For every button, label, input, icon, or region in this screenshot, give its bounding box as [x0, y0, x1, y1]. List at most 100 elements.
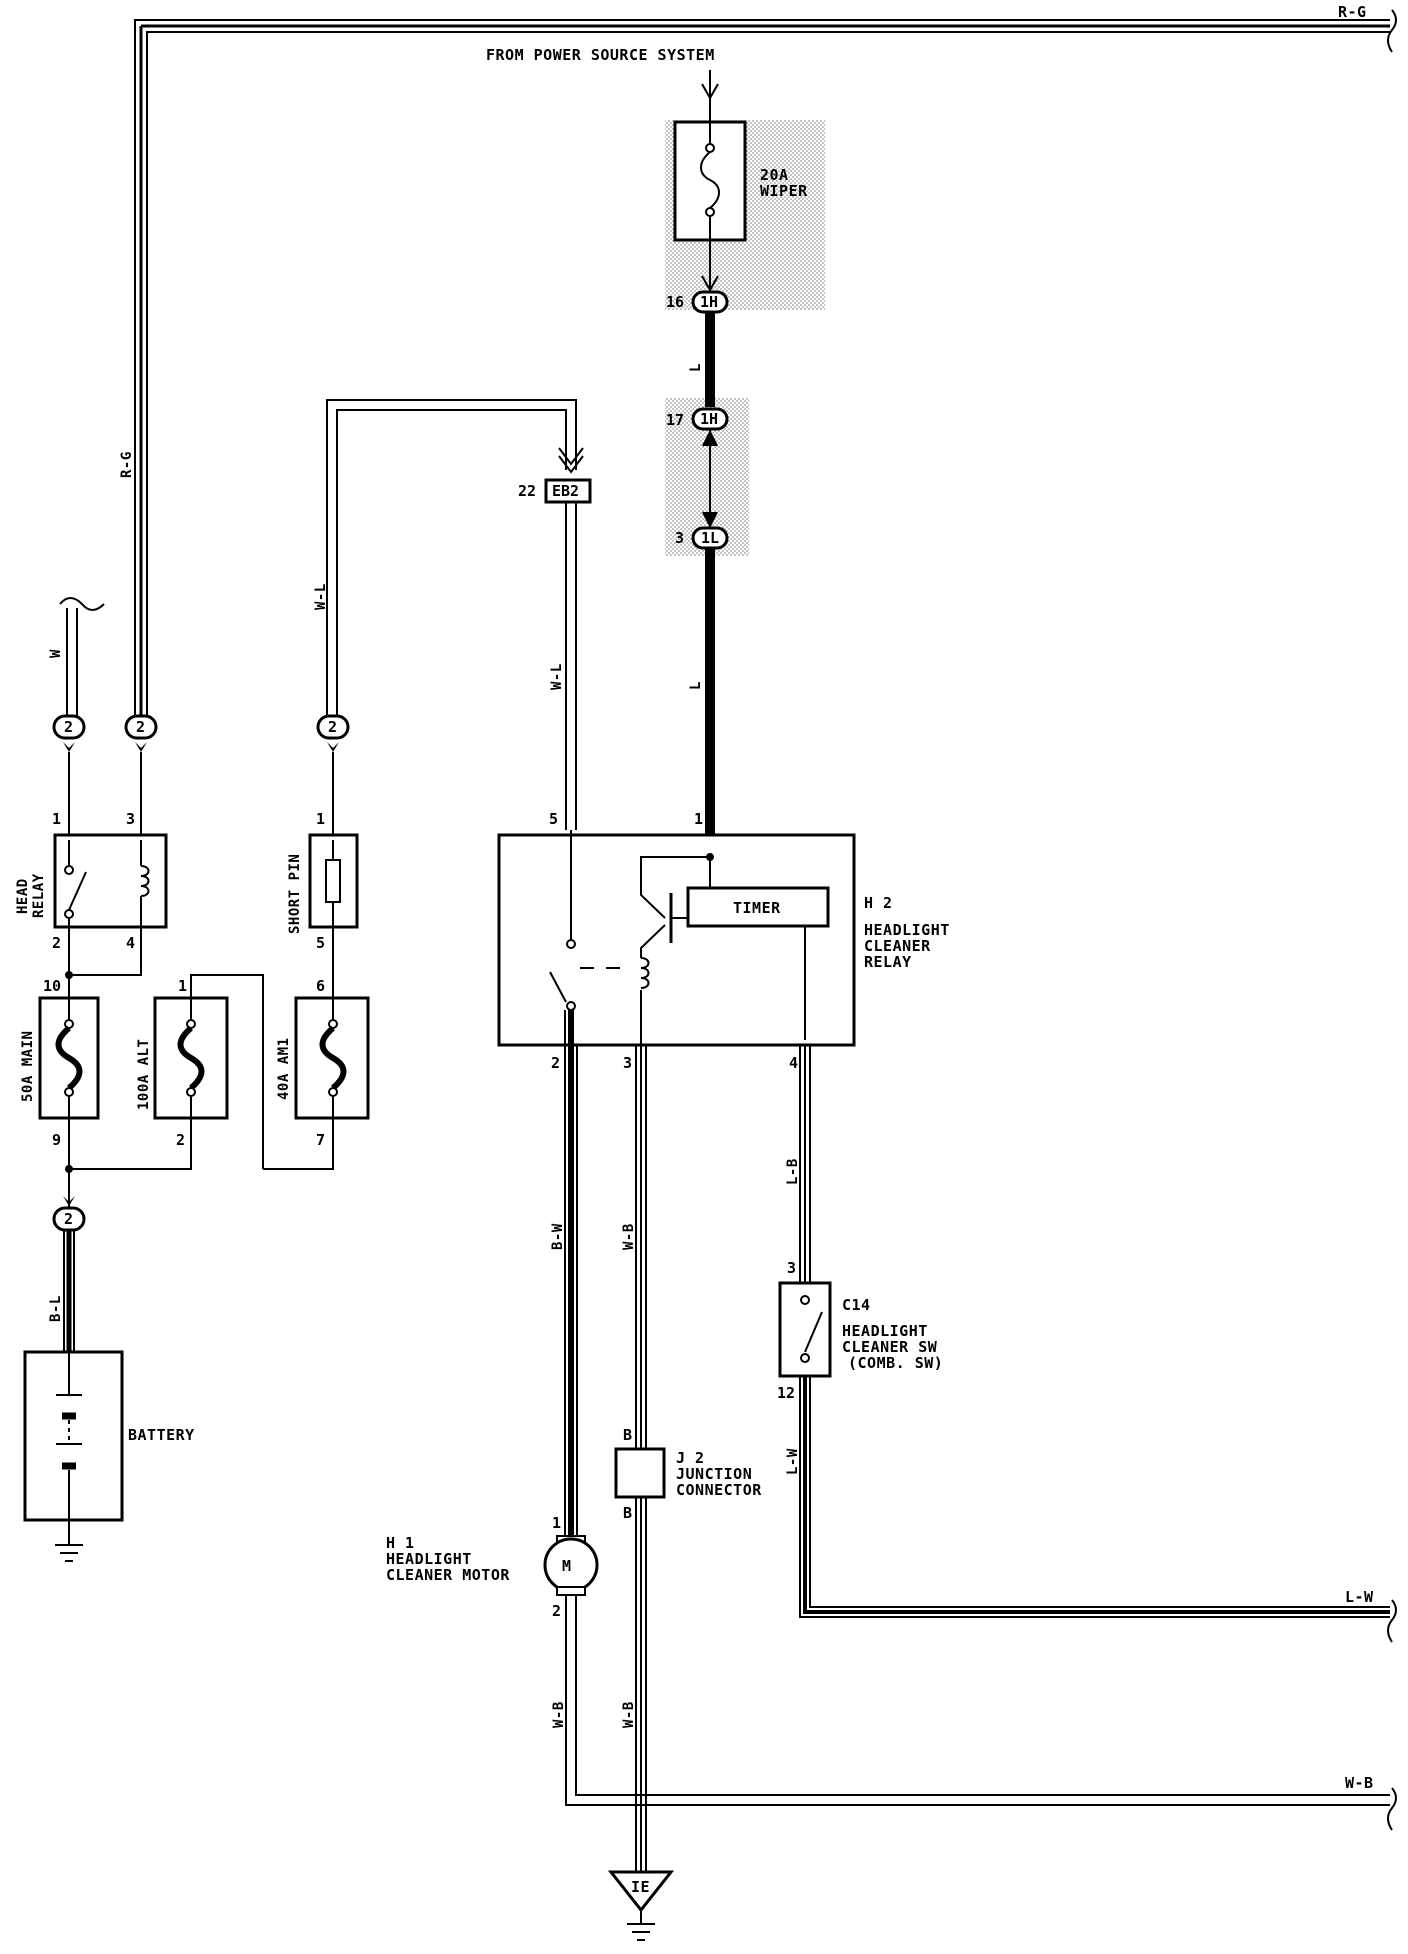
wire-label-l-lower: L: [688, 681, 704, 690]
motor-symbol: M: [562, 1557, 572, 1575]
head-relay-label-2: RELAY: [31, 873, 47, 918]
connector-1h-17-code: 1H: [700, 410, 718, 428]
junction-connector-b-label: 2: [136, 718, 145, 736]
wire-label-w-l-mid: W-L: [549, 663, 565, 690]
h2-pin-5: 5: [549, 810, 558, 828]
wire-label-w: W: [48, 649, 64, 658]
battery-box: [23, 1350, 124, 1522]
wire-label-l-b: L-B: [785, 1158, 801, 1185]
wire-b-w: [564, 1010, 578, 1540]
junction-connector-a-label: 2: [64, 718, 73, 736]
c14-name-line3: (COMB. SW): [848, 1354, 943, 1372]
j2-pin-top: B: [623, 1426, 632, 1444]
j2-box: [614, 1447, 666, 1499]
h1-id: H 1: [386, 1534, 415, 1552]
wire-r-g: [134, 9, 1397, 725]
fusible-link-main-top: 10: [43, 977, 61, 995]
relay-switch-icon: [64, 840, 87, 919]
h2-name-line3: RELAY: [864, 953, 912, 971]
h1-name-line1: HEADLIGHT: [386, 1550, 472, 1568]
junction-connector-2-b: [124, 714, 158, 752]
wire-label-w-b-right: W-B: [1345, 1774, 1374, 1792]
h2-name-line1: HEADLIGHT: [864, 921, 950, 939]
fusible-link-alt-top: 1: [178, 977, 187, 995]
fuse-icon: [700, 98, 720, 293]
wire-w-b-j2-lower: [635, 1497, 647, 1872]
wire-label-l-upper: L: [688, 363, 704, 372]
wire-label-w-b-j2: W-B: [621, 1223, 637, 1250]
fusible-link-am1-label: 40A AM1: [276, 1037, 292, 1100]
connector-1h-17: [691, 407, 729, 431]
h2-pin-1: 1: [694, 810, 703, 828]
head-relay-label-1: HEAD: [15, 878, 31, 914]
wire-label-b-w: B-W: [550, 1223, 566, 1250]
head-relay-pin-1: 1: [52, 810, 61, 828]
fusible-link-icon: [55, 975, 83, 1215]
h1-pin-1: 1: [552, 1514, 561, 1532]
fusible-link-am1-bottom: 7: [316, 1131, 325, 1149]
relay-coil-icon: [140, 840, 150, 940]
motor-icon: [543, 1535, 599, 1596]
short-pin-icon: [325, 840, 341, 998]
battery-label: BATTERY: [128, 1426, 195, 1444]
connector-1h-17-pin: 17: [666, 411, 684, 429]
c14-id: C14: [842, 1296, 871, 1314]
h1-name-line2: CLEANER MOTOR: [386, 1566, 510, 1584]
wire-label-w-b-motor: W-B: [551, 1701, 567, 1728]
timer-label: TIMER: [733, 899, 781, 917]
wire-label-r-g-left: R-G: [119, 451, 135, 478]
junction-connector-2-c: [316, 714, 350, 752]
ground-ie-icon: [607, 1870, 675, 1941]
wire-l-b: [799, 1045, 811, 1315]
fusible-link-icon: [263, 998, 347, 1170]
wire-label-w-l-left: W-L: [313, 583, 329, 610]
connector-eb2-code: EB2: [552, 482, 579, 500]
head-relay-pin-3: 3: [126, 810, 135, 828]
j2-id: J 2: [676, 1449, 705, 1467]
h2-internal-wiring: [549, 830, 806, 1040]
fusible-link-alt-label: 100A ALT: [136, 1039, 152, 1110]
connector-eb2-pin: 22: [518, 482, 536, 500]
c14-pin-3: 3: [787, 1259, 796, 1277]
c14-pin-12: 12: [777, 1384, 795, 1402]
wire-label-w-b-j2-lower: W-B: [621, 1701, 637, 1728]
j2-name-line1: JUNCTION: [676, 1465, 752, 1483]
connector-1h-16-pin: 16: [666, 293, 684, 311]
c14-name-line1: HEADLIGHT: [842, 1322, 928, 1340]
short-pin-label: SHORT PIN: [287, 854, 303, 934]
connector-eb2: [544, 478, 592, 504]
fuse-name: WIPER: [760, 182, 808, 200]
double-arrow-icon: [702, 429, 718, 529]
h2-pin-4: 4: [789, 1054, 798, 1072]
ground-ie-label: IE: [631, 1878, 650, 1896]
c14-name-line2: CLEANER SW: [842, 1338, 938, 1356]
battery-icon: [56, 1352, 82, 1545]
switch-icon: [800, 1295, 823, 1363]
junction-connector-2-a: [52, 714, 86, 752]
short-pin-pin-1: 1: [316, 810, 325, 828]
fusible-link-icon: [69, 974, 264, 1170]
head-relay-pin-4: 4: [126, 934, 135, 952]
wire-w-b-j2: [635, 990, 647, 1448]
h2-pin-3: 3: [623, 1054, 632, 1072]
junction-connector-d-label: 2: [64, 1210, 73, 1228]
fusible-link-main-bottom: 9: [52, 1131, 61, 1149]
fusible-link-alt-bottom: 2: [176, 1131, 185, 1149]
wire-w-b-motor: [565, 1595, 1397, 1831]
power-source-label: FROM POWER SOURCE SYSTEM: [486, 46, 715, 64]
h2-id: H 2: [864, 894, 893, 912]
timer-box: [686, 886, 830, 928]
head-relay-pin-2: 2: [52, 934, 61, 952]
short-pin-pin-5: 5: [316, 934, 325, 952]
wire-label-b-l: B-L: [48, 1295, 64, 1322]
h2-pin-2: 2: [551, 1054, 560, 1072]
wire-label-l-w-right: L-W: [1345, 1588, 1374, 1606]
h2-name-line2: CLEANER: [864, 937, 931, 955]
junction-connector-c-label: 2: [328, 718, 337, 736]
wire-l-w: [799, 1376, 1397, 1643]
connector-1l-3-pin: 3: [675, 529, 684, 547]
j2-name-line2: CONNECTOR: [676, 1481, 762, 1499]
fusible-link-am1-top: 6: [316, 977, 325, 995]
wire-label-l-w: L-W: [785, 1448, 801, 1475]
